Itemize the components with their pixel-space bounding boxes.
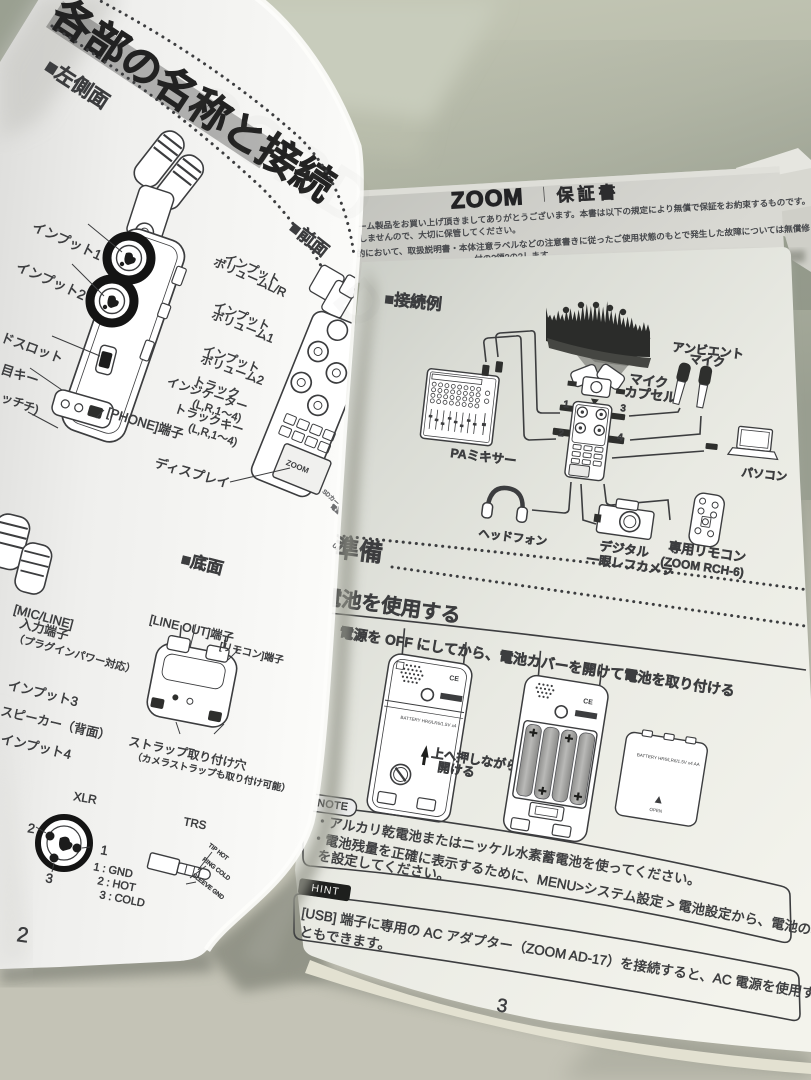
svg-text:2: 2	[15, 923, 30, 947]
svg-text:カプセル: カプセル	[624, 384, 677, 405]
svg-text:ッチ: ッチ	[0, 391, 26, 412]
svg-text:4: 4	[617, 432, 624, 444]
svg-text:3: 3	[620, 403, 627, 415]
svg-text:チ): チ)	[21, 399, 41, 417]
svg-text:パソコン: パソコン	[741, 466, 788, 484]
svg-text:保証書: 保証書	[555, 182, 620, 206]
svg-text:TRS: TRS	[182, 816, 207, 832]
svg-text:XLR: XLR	[72, 789, 98, 807]
svg-text:1: 1	[99, 842, 109, 858]
svg-text:OPEN: OPEN	[649, 807, 662, 814]
svg-text:開ける: 開ける	[437, 760, 476, 780]
svg-text:マイク: マイク	[629, 371, 669, 391]
svg-text:2: 2	[26, 820, 36, 836]
svg-text:CE: CE	[583, 698, 594, 706]
svg-text:1: 1	[563, 399, 570, 411]
svg-text:HINT: HINT	[311, 882, 341, 898]
svg-text:マイク: マイク	[689, 352, 726, 370]
svg-text:3: 3	[44, 870, 54, 886]
svg-text:CE: CE	[449, 675, 460, 683]
svg-text:3: 3	[495, 995, 509, 1017]
svg-text:デジタル: デジタル	[599, 538, 651, 560]
svg-text:｜: ｜	[536, 187, 552, 205]
svg-text:2: 2	[558, 428, 565, 440]
svg-text:ZOOM: ZOOM	[450, 183, 524, 213]
